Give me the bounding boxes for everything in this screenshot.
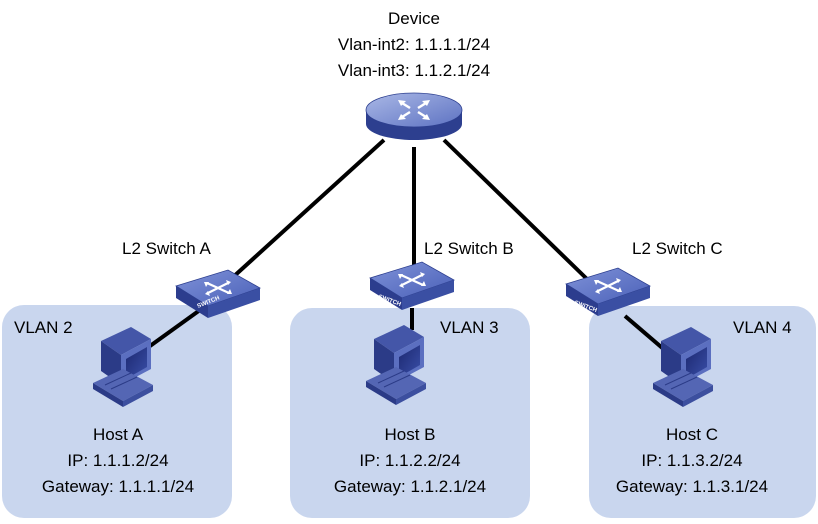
host-b-gateway: Gateway: 1.1.2.1/24 (334, 477, 486, 496)
host-c-gateway: Gateway: 1.1.3.1/24 (616, 477, 768, 496)
device-vlan-int2: Vlan-int2: 1.1.1.1/24 (338, 35, 490, 54)
link-switch-c-host-c (623, 314, 669, 354)
vlan-area-3 (290, 308, 530, 518)
switch-a-icon: SWITCH (174, 268, 262, 320)
switch-a-label: L2 Switch A (122, 239, 211, 258)
link-device-switch-c (442, 138, 590, 282)
vlan-4-label: VLAN 4 (733, 318, 792, 337)
switch-b-icon: SWITCH (368, 260, 456, 312)
host-c-ip: IP: 1.1.3.2/24 (641, 451, 742, 470)
device-name: Device (388, 9, 440, 28)
switch-b-label: L2 Switch B (424, 239, 514, 258)
link-device-switch-a (230, 138, 386, 280)
link-switch-a-host-a (148, 308, 202, 348)
device-vlan-int3: Vlan-int3: 1.1.2.1/24 (338, 61, 490, 80)
vlan-3-label: VLAN 3 (440, 318, 499, 337)
router-icon (365, 92, 463, 140)
vlan-area-4 (589, 306, 816, 518)
host-b-ip: IP: 1.1.2.2/24 (359, 451, 460, 470)
host-c-name: Host C (666, 425, 718, 444)
links (148, 138, 669, 354)
switch-c-label: L2 Switch C (632, 239, 723, 258)
vlan-area-2 (2, 305, 232, 518)
vlan-2-label: VLAN 2 (14, 318, 73, 337)
host-a-ip: IP: 1.1.1.2/24 (67, 451, 168, 470)
host-b-name: Host B (384, 425, 435, 444)
host-a-gateway: Gateway: 1.1.1.1/24 (42, 477, 194, 496)
host-a-name: Host A (93, 425, 144, 444)
